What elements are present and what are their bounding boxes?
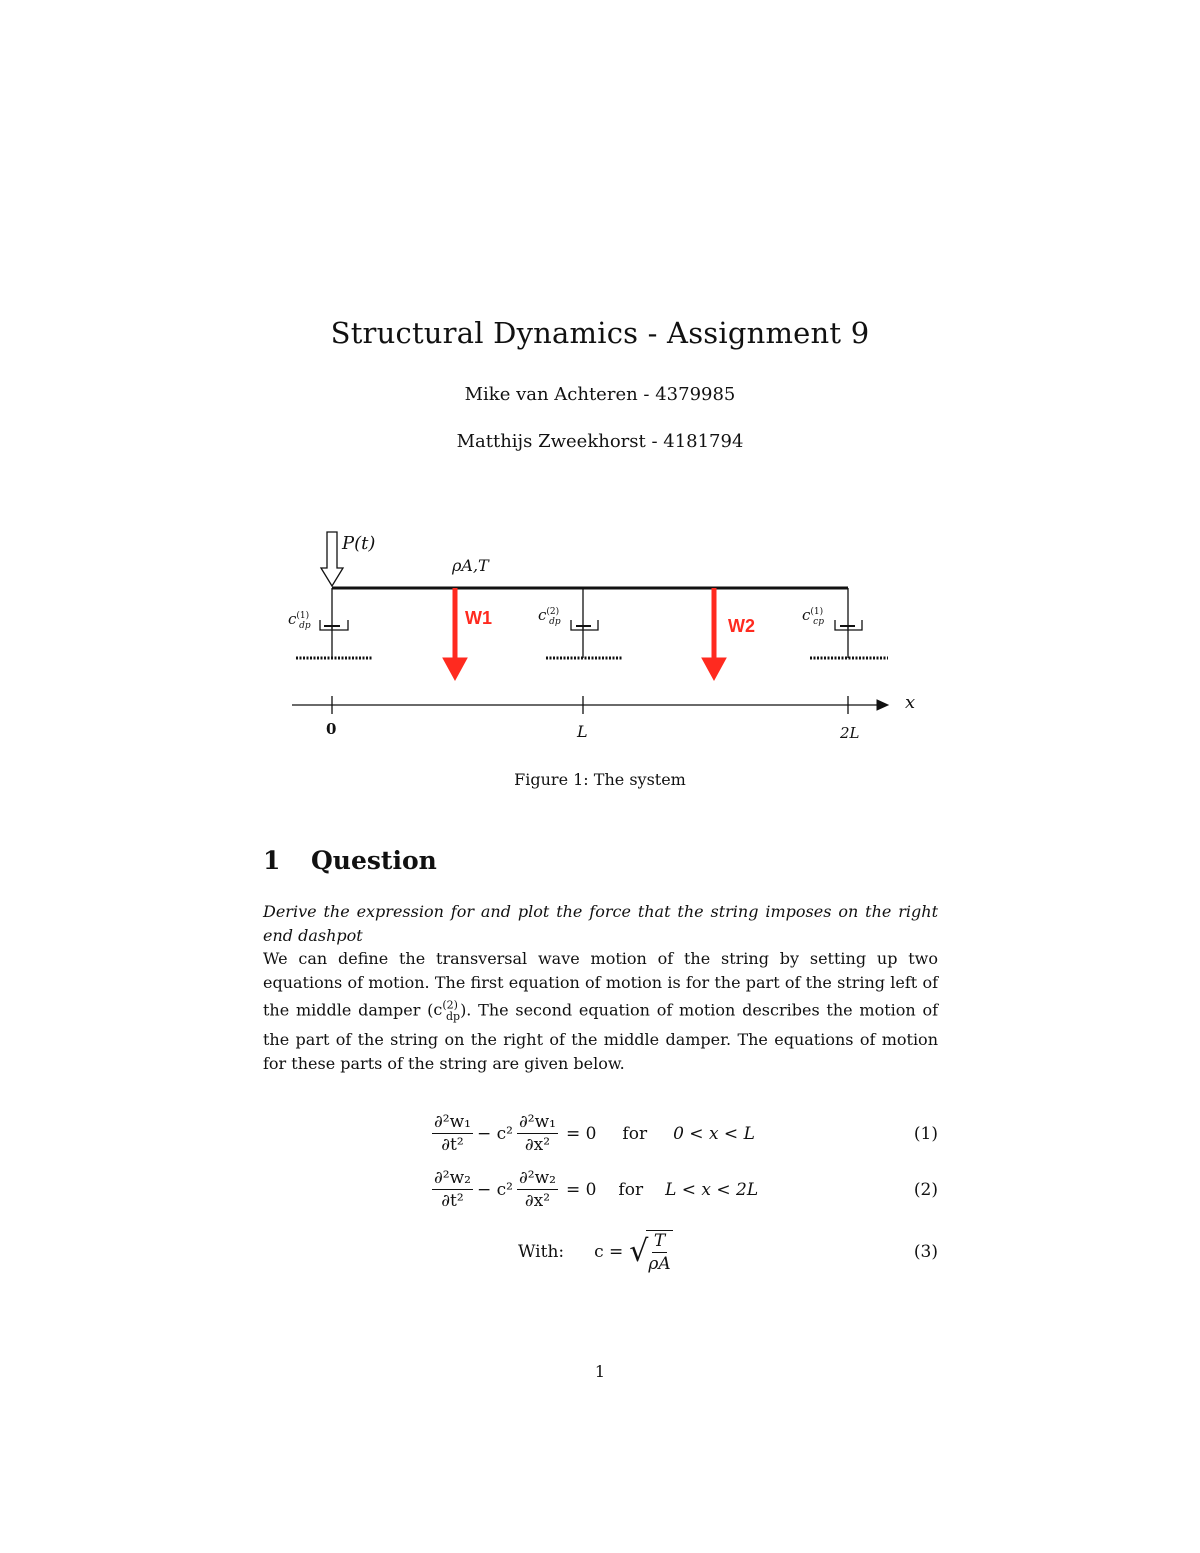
- right-dashpot-icon: [810, 588, 888, 660]
- equation-number: (2): [913, 1179, 938, 1200]
- damper-ref: c(2)dp: [433, 999, 461, 1023]
- w1-arrow-icon: [442, 588, 468, 682]
- document-title: Structural Dynamics - Assignment 9: [330, 316, 870, 350]
- damper-mid-label: c(2)dp: [538, 606, 561, 627]
- damper-left-label: c(1)dp: [288, 610, 311, 631]
- middle-dashpot-icon: [546, 588, 622, 660]
- tick-2L-label: 2L: [840, 724, 860, 742]
- tick-L-label: L: [577, 722, 588, 741]
- w2-arrow-icon: [701, 588, 727, 682]
- author-1: Mike van Achteren - 4379985: [464, 384, 736, 405]
- axis-x-label: x: [905, 692, 916, 713]
- paragraph-part2: ). The second equation of motion describ…: [263, 1000, 939, 1073]
- author-2: Matthijs Zweekhorst - 4181794: [456, 431, 744, 452]
- system-figure: P(t) ρA,T W1 W2 c(1)dp c(2)dp c(1)cp x 0…: [280, 528, 930, 743]
- tick-0-label: 0: [326, 720, 337, 738]
- equation-number: (1): [913, 1123, 938, 1144]
- force-arrow-icon: [319, 531, 345, 588]
- page-number: 1: [594, 1362, 606, 1381]
- section-number: 1: [263, 846, 281, 875]
- paragraph-part1: We can define the transversal wave motio…: [263, 949, 938, 1020]
- system-diagram: [292, 531, 890, 714]
- sqrt-icon: √: [629, 1234, 649, 1269]
- equation-1: ∂²w₁∂t² − c² ∂²w₁∂x² = 0 for 0 < x < L (…: [432, 1112, 938, 1155]
- question-prompt: Derive the expression for and plot the f…: [263, 900, 938, 1075]
- x-axis: [292, 696, 890, 714]
- equation-number: (3): [913, 1242, 938, 1262]
- damper-right-label: c(1)cp: [802, 606, 824, 627]
- string-props-label: ρA,T: [452, 556, 489, 575]
- left-dashpot-icon: [296, 588, 372, 660]
- equation-2: ∂²w₂∂t² − c² ∂²w₂∂x² = 0 for L < x < 2L …: [432, 1168, 938, 1211]
- section-title: Question: [311, 846, 437, 875]
- prompt-text: Derive the expression for and plot the f…: [263, 902, 938, 945]
- force-label: P(t): [342, 533, 376, 554]
- figure-caption: Figure 1: The system: [514, 770, 686, 789]
- w2-label: W2: [728, 616, 755, 636]
- section-heading: 1 Question: [263, 846, 437, 875]
- w1-label: W1: [465, 608, 492, 628]
